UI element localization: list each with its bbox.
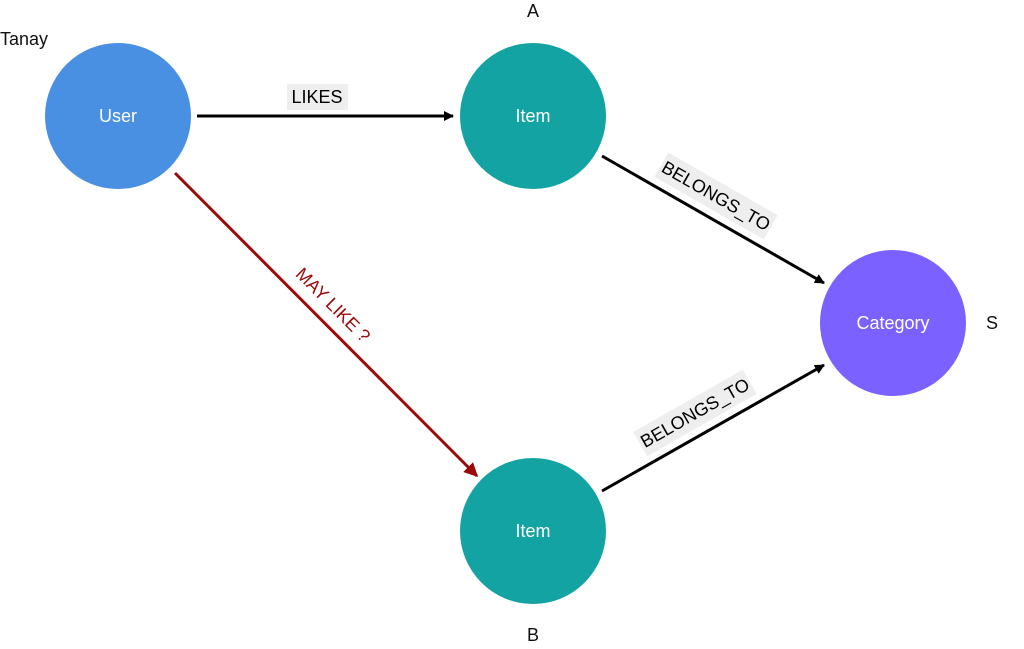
node-item-a-circle[interactable]	[460, 43, 606, 189]
node-item-a-label: Item	[515, 106, 550, 126]
node-user-circle[interactable]	[45, 43, 191, 189]
edge-may-like-line	[173, 171, 479, 478]
edge-a-belongs-to-line	[601, 154, 825, 285]
node-item-b-name: B	[527, 625, 539, 645]
node-category-name: S	[986, 313, 998, 333]
edge-may-like-label: MAY LIKE ?	[292, 264, 374, 346]
edge-may-like: MAY LIKE ?	[173, 171, 479, 478]
edge-a-belongs-to-label-bg	[654, 152, 778, 240]
edge-b-belongs-to-line	[601, 363, 825, 493]
node-category[interactable]: Category	[820, 250, 966, 396]
edge-likes-label-bg	[287, 84, 348, 110]
node-category-circle[interactable]	[820, 250, 966, 396]
node-item-b-circle[interactable]	[460, 458, 606, 604]
node-item-b[interactable]: Item	[460, 458, 606, 604]
node-user-label: User	[99, 106, 137, 126]
edge-b-belongs-to: BELONGS_TO	[601, 363, 825, 493]
edge-a-belongs-to: BELONGS_TO	[601, 152, 825, 285]
node-category-label: Category	[856, 313, 929, 333]
node-item-a-name: A	[527, 1, 539, 21]
node-item-a[interactable]: Item	[460, 43, 606, 189]
node-item-b-label: Item	[515, 521, 550, 541]
edge-likes-label: LIKES	[291, 87, 342, 107]
edge-b-belongs-to-label-bg	[633, 369, 757, 457]
edge-likes: LIKES	[197, 84, 454, 121]
node-user[interactable]: User	[45, 43, 191, 189]
node-user-name: Tanay	[0, 29, 48, 49]
